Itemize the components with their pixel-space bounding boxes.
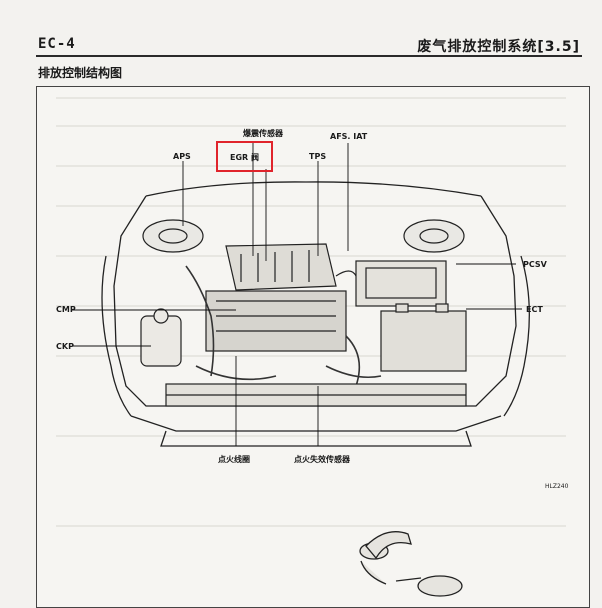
label-afs-iat: AFS. IAT: [330, 132, 368, 141]
callout-leaders: [72, 143, 522, 446]
intake-plenum: [205, 243, 347, 352]
header-rule: [36, 55, 582, 57]
engine-bay-illustration: [56, 97, 566, 597]
egr-valve-highlight-box: [216, 141, 273, 172]
strut-towers: [142, 219, 465, 253]
exhaust-part: [359, 531, 463, 597]
figure-code: HLZ240: [545, 483, 569, 490]
section-title: 废气排放控制系统[3.5]: [417, 39, 580, 55]
page-code: EC-4: [38, 36, 76, 52]
coolant-reservoir: [140, 308, 182, 367]
label-misfire-sensor: 点火失效传感器: [294, 455, 350, 464]
label-tps: TPS: [309, 152, 327, 161]
label-pcsv: PCSV: [523, 260, 547, 269]
label-aps: APS: [173, 152, 191, 161]
label-cmp: CMP: [56, 305, 76, 314]
label-ckp: CKP: [56, 342, 74, 351]
radiator: [165, 383, 467, 407]
hoses: [185, 265, 382, 387]
label-knock-sensor: 爆震传感器: [243, 129, 283, 138]
battery: [380, 303, 467, 372]
label-egr-valve: EGR 阀: [230, 153, 259, 162]
air-filter-box: [335, 260, 447, 307]
figure-subtitle: 排放控制结构图: [38, 66, 123, 80]
label-ignition-coil: 点火线圈: [218, 455, 250, 464]
label-ect: ECT: [526, 305, 543, 314]
